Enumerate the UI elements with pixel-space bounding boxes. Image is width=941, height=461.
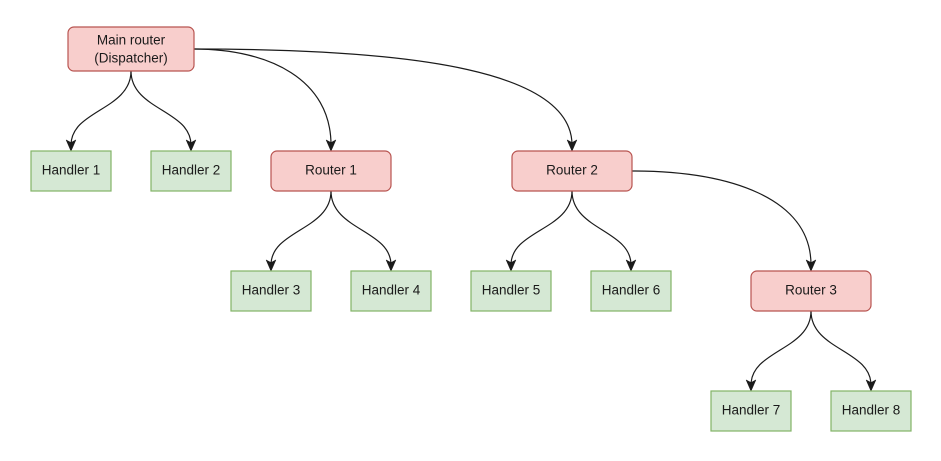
node-box[interactable] (590, 270, 672, 312)
node-box[interactable] (67, 26, 195, 72)
edge-line (510, 190, 573, 266)
node-label: Handler 6 (602, 283, 661, 298)
node-label: Handler 5 (482, 283, 541, 298)
node-label: Handler 3 (242, 283, 301, 298)
arrowhead-icon (745, 379, 757, 392)
edge-router-2-to-router-3 (631, 170, 817, 272)
node-main-router[interactable]: Main router (Dispatcher) (67, 26, 195, 72)
edge-line (631, 170, 812, 266)
node-label: Handler 7 (722, 403, 781, 418)
edge-line (270, 190, 332, 266)
arrowhead-icon (566, 139, 578, 152)
arrowhead-icon (65, 139, 77, 152)
node-label: Router 3 (785, 283, 837, 298)
node-router-1[interactable]: Router 1 (270, 150, 392, 192)
node-box[interactable] (830, 390, 912, 432)
edge-main-to-router-1 (193, 48, 337, 152)
edge-line (571, 190, 632, 266)
edge-router-1-to-handler-3 (265, 190, 332, 272)
arrowhead-icon (265, 259, 277, 272)
node-box[interactable] (350, 270, 432, 312)
node-router-2[interactable]: Router 2 (511, 150, 633, 192)
edge-line (810, 310, 872, 386)
edges-group (65, 48, 877, 392)
node-box[interactable] (230, 270, 312, 312)
node-router-3[interactable]: Router 3 (750, 270, 872, 312)
edge-line (70, 70, 132, 146)
node-box[interactable] (710, 390, 792, 432)
edge-router-2-to-handler-6 (571, 190, 637, 272)
arrowhead-icon (625, 259, 637, 272)
edge-router-2-to-handler-5 (505, 190, 573, 272)
node-label: Router 1 (305, 163, 357, 178)
edge-line (193, 48, 573, 146)
arrowhead-icon (385, 259, 397, 272)
node-label: Main router (97, 33, 166, 48)
nodes-group: Main router (Dispatcher) Handler 1 Handler … (30, 26, 912, 432)
node-box[interactable] (750, 270, 872, 312)
node-box[interactable] (511, 150, 633, 192)
node-label: Handler 1 (42, 163, 101, 178)
node-box[interactable] (270, 150, 392, 192)
node-box[interactable] (30, 150, 112, 192)
node-label: Handler 4 (362, 283, 421, 298)
node-handler-3[interactable]: Handler 3 (230, 270, 312, 312)
arrowhead-icon (805, 259, 817, 272)
node-label: Router 2 (546, 163, 598, 178)
node-handler-1[interactable]: Handler 1 (30, 150, 112, 192)
arrowhead-icon (325, 139, 337, 152)
arrowhead-icon (185, 139, 197, 152)
node-label-secondary: (Dispatcher) (94, 51, 168, 66)
edge-line (130, 70, 192, 146)
node-handler-6[interactable]: Handler 6 (590, 270, 672, 312)
node-handler-4[interactable]: Handler 4 (350, 270, 432, 312)
node-handler-5[interactable]: Handler 5 (470, 270, 552, 312)
edge-router-3-to-handler-7 (745, 310, 812, 392)
edge-router-1-to-handler-4 (330, 190, 397, 272)
edge-main-to-handler-2 (130, 70, 197, 152)
edge-line (193, 48, 332, 146)
edge-router-3-to-handler-8 (810, 310, 877, 392)
edge-main-to-handler-1 (65, 70, 132, 152)
node-handler-7[interactable]: Handler 7 (710, 390, 792, 432)
arrowhead-icon (505, 259, 517, 272)
node-box[interactable] (470, 270, 552, 312)
node-label: Handler 8 (842, 403, 901, 418)
edge-line (330, 190, 392, 266)
node-box[interactable] (150, 150, 232, 192)
node-handler-2[interactable]: Handler 2 (150, 150, 232, 192)
node-handler-8[interactable]: Handler 8 (830, 390, 912, 432)
edge-line (750, 310, 812, 386)
node-label: Handler 2 (162, 163, 221, 178)
edge-main-to-router-2 (193, 48, 578, 152)
arrowhead-icon (865, 379, 877, 392)
